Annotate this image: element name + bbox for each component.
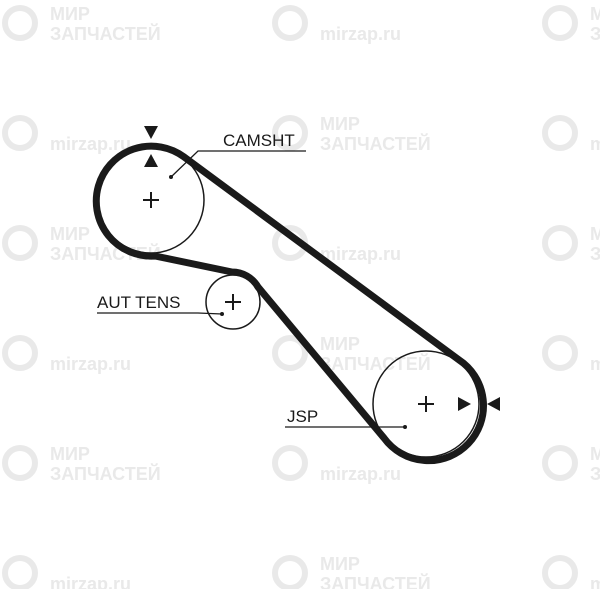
watermark-logo-icon — [542, 225, 578, 261]
watermark-logo-icon — [2, 5, 38, 41]
svg-text:ЗАПЧАСТЕЙ: ЗАПЧАСТЕЙ — [590, 23, 600, 44]
svg-text:ЗАПЧАСТЕЙ: ЗАПЧАСТЕЙ — [50, 243, 161, 264]
svg-text:МИР: МИР — [50, 4, 90, 24]
camshaft-label: CAMSHT — [223, 131, 295, 150]
watermark-logo-icon — [2, 555, 38, 589]
svg-text:ЗАПЧАСТЕЙ: ЗАПЧАСТЕЙ — [590, 243, 600, 264]
watermark-logo-icon — [542, 445, 578, 481]
watermark-logo-icon — [542, 115, 578, 151]
svg-text:МИР: МИР — [590, 444, 600, 464]
center-marks — [143, 192, 434, 412]
svg-text:ЗАПЧАСТЕЙ: ЗАПЧАСТЕЙ — [320, 573, 431, 589]
svg-text:МИР: МИР — [320, 554, 360, 574]
svg-text:mirzap.ru: mirzap.ru — [590, 574, 600, 589]
watermark-tile: mirzap.ru — [272, 5, 401, 44]
cam-mark-down-arrow-icon — [144, 126, 158, 139]
crank-mark-left-arrow-icon — [487, 397, 500, 411]
svg-text:mirzap.ru: mirzap.ru — [50, 354, 131, 374]
watermark-logo-icon — [542, 335, 578, 371]
leader-lines — [97, 150, 405, 428]
watermark-logo-icon — [272, 335, 308, 371]
watermark-logo-icon — [2, 115, 38, 151]
svg-text:mirzap.ru: mirzap.ru — [50, 134, 131, 154]
svg-text:ЗАПЧАСТЕЙ: ЗАПЧАСТЕЙ — [320, 133, 431, 154]
watermark-tile: mirzap.ru — [542, 115, 600, 154]
watermark-tile: mirzap.ru — [272, 445, 401, 484]
crankshaft-pulley — [372, 350, 480, 458]
watermark-logo-icon — [272, 5, 308, 41]
watermark-tile: mirzap.ru — [542, 555, 600, 589]
tensioner-label: AUT TENS — [97, 293, 180, 312]
svg-text:mirzap.ru: mirzap.ru — [590, 134, 600, 154]
svg-text:МИР: МИР — [320, 334, 360, 354]
svg-text:mirzap.ru: mirzap.ru — [50, 574, 131, 589]
svg-text:mirzap.ru: mirzap.ru — [320, 24, 401, 44]
watermark-tile: mirzap.ru — [2, 335, 131, 374]
svg-text:ЗАПЧАСТЕЙ: ЗАПЧАСТЕЙ — [50, 463, 161, 484]
watermark-logo-icon — [542, 555, 578, 589]
svg-text:МИР: МИР — [320, 114, 360, 134]
watermark-logo-icon — [272, 555, 308, 589]
svg-text:ЗАПЧАСТЕЙ: ЗАПЧАСТЕЙ — [320, 353, 431, 374]
svg-text:ЗАПЧАСТЕЙ: ЗАПЧАСТЕЙ — [50, 23, 161, 44]
svg-text:mirzap.ru: mirzap.ru — [320, 464, 401, 484]
watermark-logo-icon — [2, 225, 38, 261]
watermark-logo-icon — [2, 445, 38, 481]
svg-text:ЗАПЧАСТЕЙ: ЗАПЧАСТЕЙ — [590, 463, 600, 484]
svg-text:mirzap.ru: mirzap.ru — [320, 244, 401, 264]
watermark-tile: mirzap.ru — [2, 115, 131, 154]
svg-text:МИР: МИР — [50, 444, 90, 464]
svg-text:mirzap.ru: mirzap.ru — [590, 354, 600, 374]
watermark-logo-icon — [272, 445, 308, 481]
crank-mark-right-arrow-icon — [458, 397, 471, 411]
svg-text:МИР: МИР — [590, 224, 600, 244]
svg-text:МИР: МИР — [590, 4, 600, 24]
timing-belt — [92, 142, 487, 465]
crankshaft-label: JSP — [287, 407, 318, 426]
timing-marks — [144, 126, 500, 411]
watermark-tile: mirzap.ru — [2, 555, 131, 589]
cam-mark-up-arrow-icon — [144, 154, 158, 167]
watermark-tile: mirzap.ru — [272, 225, 401, 264]
watermark-logo-icon — [542, 5, 578, 41]
svg-text:МИР: МИР — [50, 224, 90, 244]
camshaft-center-icon — [143, 192, 159, 208]
tensioner-center-icon — [225, 294, 241, 310]
watermark-layer: МИРЗАПЧАСТЕЙmirzap.ruМИРЗАПЧАСТЕЙmirzap.… — [2, 4, 600, 589]
watermark-tile: mirzap.ru — [542, 335, 600, 374]
watermark-logo-icon — [272, 115, 308, 151]
watermark-logo-icon — [2, 335, 38, 371]
crankshaft-center-icon — [418, 396, 434, 412]
